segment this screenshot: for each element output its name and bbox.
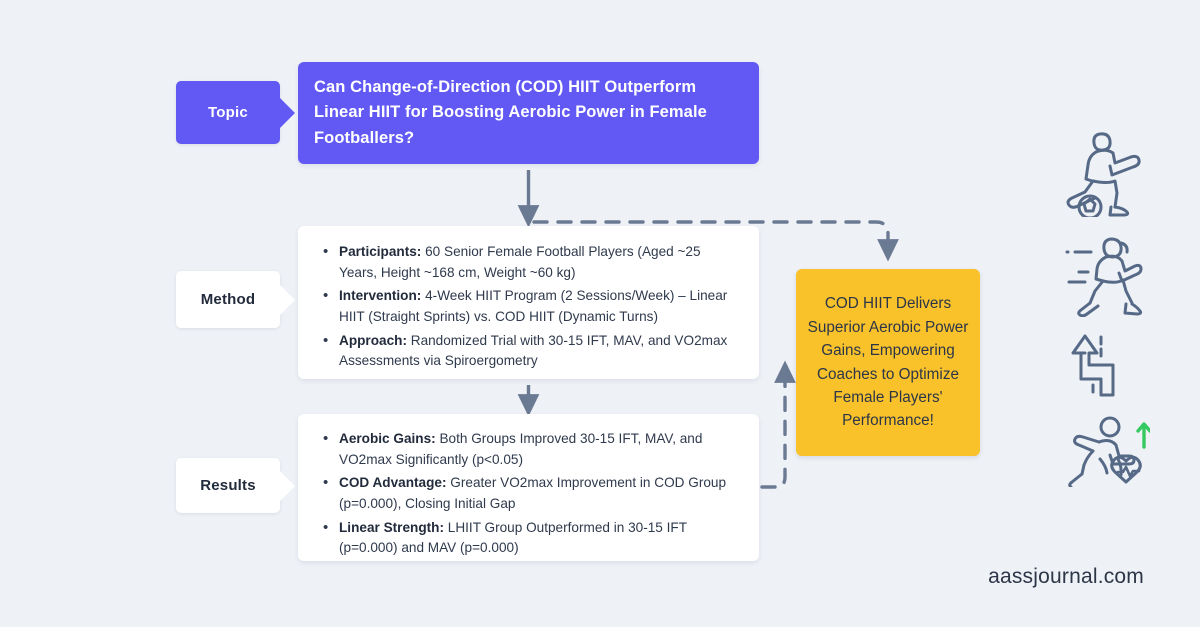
results-bullet-item-lead: Aerobic Gains: <box>339 431 436 446</box>
tag-topic: Topic <box>176 81 280 144</box>
results-bullet-item: Linear Strength: LHIIT Group Outperforme… <box>320 517 737 559</box>
method-bullet-item: Approach: Randomized Trial with 30-15 IF… <box>320 330 737 372</box>
running-woman-speed-lines-icon <box>1065 235 1143 322</box>
method-bullet-item-text: Randomized Trial with 30-15 IFT, MAV, an… <box>339 332 728 369</box>
results-bullet-item-text: Both Groups Improved 30-15 IFT, MAV, and… <box>339 431 703 467</box>
method-bullet-item-text: 4-Week HIIT Program (2 Sessions/Week) – … <box>339 288 728 324</box>
conclusion-text: COD HIIT Delivers Superior Aerobic Power… <box>807 295 969 430</box>
tag-topic-label: Topic <box>208 104 248 121</box>
results-bullet-item-text: Greater VO2max Improvement in COD Group … <box>339 475 727 511</box>
tag-method: Method <box>176 271 280 328</box>
card-topic: Can Change-of-Direction (COD) HIIT Outpe… <box>298 62 759 164</box>
results-bullet-list: Aerobic Gains: Both Groups Improved 30-1… <box>320 428 737 559</box>
icon-rail <box>1055 125 1155 495</box>
results-bullet-item: Aerobic Gains: Both Groups Improved 30-1… <box>320 428 737 470</box>
card-method: Participants: 60 Senior Female Football … <box>298 226 759 379</box>
tag-results: Results <box>176 458 280 513</box>
method-bullet-item-lead: Approach: <box>339 332 407 348</box>
runner-heart-rate-up-arrow-icon <box>1058 415 1152 492</box>
method-bullet-item-lead: Participants: <box>339 244 422 259</box>
tag-results-label: Results <box>200 477 256 494</box>
method-bullet-item: Intervention: 4-Week HIIT Program (2 Ses… <box>320 285 737 327</box>
results-bullet-item-lead: COD Advantage: <box>339 475 447 491</box>
dashed-results-to-conclusion <box>760 360 796 489</box>
method-bullet-list: Participants: 60 Senior Female Football … <box>320 241 737 372</box>
method-bullet-item-text: 60 Senior Female Football Players (Aged … <box>339 244 701 280</box>
method-bullet-item-lead: Intervention: <box>339 288 422 304</box>
footer-site-name: aassjournal.com <box>988 565 1144 588</box>
results-bullet-item-lead: Linear Strength: <box>339 519 444 535</box>
method-bullet-item: Participants: 60 Senior Female Football … <box>320 241 737 283</box>
card-results: Aerobic Gains: Both Groups Improved 30-1… <box>298 414 759 561</box>
card-conclusion: COD HIIT Delivers Superior Aerobic Power… <box>796 269 980 456</box>
tag-method-label: Method <box>200 291 256 308</box>
change-of-direction-zigzag-arrow-icon <box>1069 333 1131 406</box>
results-bullet-item-text: LHIIT Group Outperformed in 30-15 IFT (p… <box>339 519 687 556</box>
results-bullet-item: COD Advantage: Greater VO2max Improvemen… <box>320 472 737 514</box>
topic-title: Can Change-of-Direction (COD) HIIT Outpe… <box>314 77 707 147</box>
footballer-kicking-ball-icon <box>1060 125 1146 222</box>
